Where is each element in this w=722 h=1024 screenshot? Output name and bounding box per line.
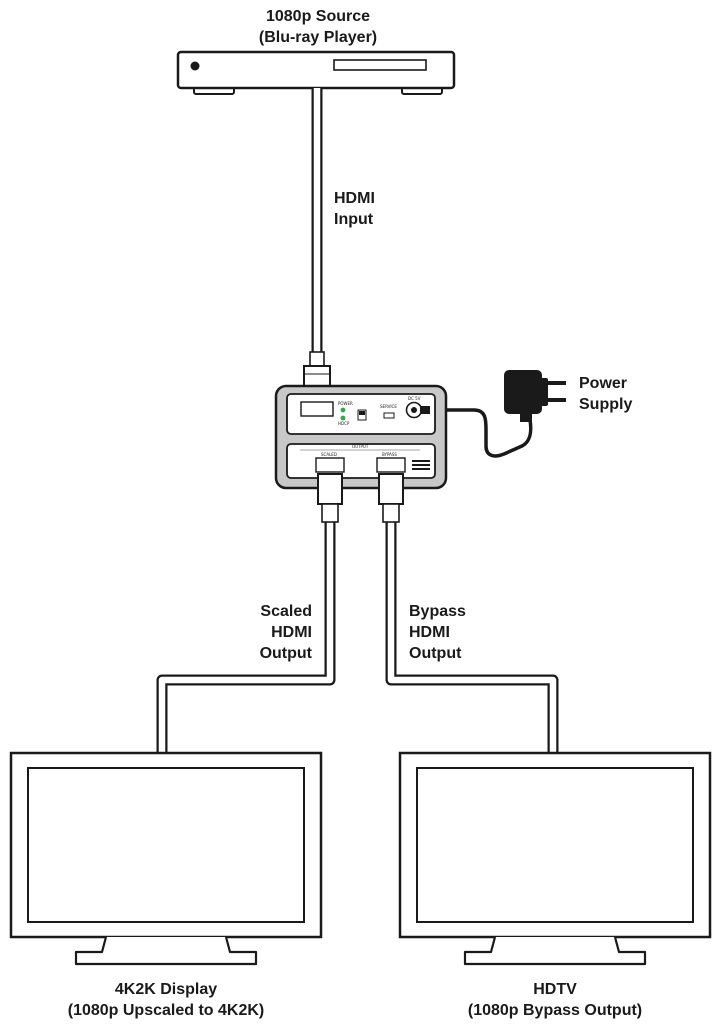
source-label-line2: (Blu-ray Player) [258,29,378,46]
output-label: OUTPUT [352,444,369,449]
bypass-output-label: Bypass HDMI Output [409,601,466,664]
power-supply-label: Power Supply [579,373,632,415]
scaled-port [315,457,345,473]
dc-jack-label: DC 5V [408,396,421,401]
service-port-label: SERVICE [380,404,397,409]
bluray-disc-tray [333,59,427,71]
power-led [340,407,346,413]
display-4k2k [9,751,323,966]
hdcp-led [340,415,346,421]
hdmi-input-label-line2: Input [334,211,374,228]
hdcp-led-label: HDCP [338,421,350,426]
display-4k2k-label-line1: 4K2K Display [114,981,218,998]
power-supply-label-line1: Power [579,375,628,392]
scaled-port-label: SCALED [321,452,337,457]
bypass-output-label-line2: HDMI [409,624,450,641]
display-hdtv-label-line1: HDTV [533,981,577,998]
display-4k2k-screen [27,767,305,923]
display-hdtv-stand [463,936,647,966]
source-label: 1080p Source (Blu-ray Player) [218,6,418,48]
source-label-line1: 1080p Source [265,8,371,25]
cables [156,88,559,754]
display-hdtv-label: HDTV (1080p Bypass Output) [415,979,695,1021]
display-4k2k-label: 4K2K Display (1080p Upscaled to 4K2K) [26,979,306,1021]
display-hdtv-screen [416,767,694,923]
bypass-port [376,457,406,473]
scaled-output-connector [317,473,343,523]
bypass-output-label-line1: Bypass [409,603,466,620]
scaler-device: POWER HDCP SERVICE DC 5V OUTPUT SCALED B… [274,384,448,490]
bluray-power-button [190,61,200,71]
display-4k2k-label-line2: (1080p Upscaled to 4K2K) [67,1002,265,1019]
power-led-label: POWER [338,401,353,406]
hdmi-input-label: HDMI Input [334,188,375,230]
display-4k2k-stand [74,936,258,966]
power-adapter [504,370,566,422]
bypass-output-connector [378,473,404,523]
scaled-output-label-line3: Output [259,645,312,662]
scaled-output-label: Scaled HDMI Output [212,601,312,664]
bluray-player [176,50,456,95]
bypass-output-label-line3: Output [409,645,462,662]
scaled-output-label-line1: Scaled [260,603,312,620]
service-port [383,412,395,419]
scaled-output-label-line2: HDMI [271,624,312,641]
bypass-port-label: BYPASS [382,452,397,457]
hdmi-input-label-line1: HDMI [334,190,375,207]
hdmi-logo [412,460,430,470]
power-supply-label-line2: Supply [579,396,633,413]
display-hdtv-label-line2: (1080p Bypass Output) [467,1002,643,1019]
power-cable [428,408,533,458]
display-hdtv [398,751,712,966]
